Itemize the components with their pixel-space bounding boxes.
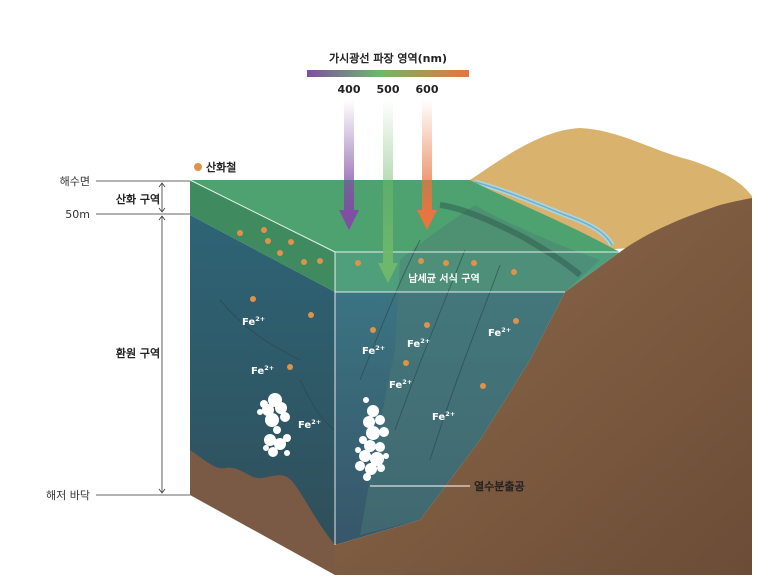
ferrous-ion-label: Fe2+ [251,364,274,377]
seafloor-label: 해저 바닥 [46,488,90,502]
spectrum-tick-400: 400 [338,83,361,96]
orange-light-beam [417,100,437,230]
ferrous-ion-label: Fe2+ [298,418,321,431]
slope-ridge-line [439,202,582,278]
hydrothermal-plume-center [355,397,389,481]
spectrum-title: 가시광선 파장 영역(nm) [329,51,447,65]
ferrous-ion-label: Fe2+ [362,344,385,357]
rock-mass-right [335,198,752,575]
bacteria-habitat-label: 남세균 서식 구역 [408,272,479,285]
oxidation-zone-label-bg [118,190,154,206]
ferrous-ion-label: Fe2+ [488,326,511,339]
spectrum-tick-600: 600 [416,83,439,96]
oxidation-zone-label: 산화 구역 [116,192,160,206]
ferrous-ion-label: Fe2+ [407,337,430,350]
hydrothermal-vent-label: 열수분출공 [474,479,525,493]
reduction-zone-label-bg [118,345,154,361]
slope-crack-lines [219,239,501,461]
iron-oxide-legend-label: 산화철 [206,160,236,174]
spectrum-bar [307,70,469,77]
deep-water-left-face [190,215,335,545]
beach-edge-inner [474,181,613,246]
deep-water-front-face [335,292,565,545]
reduction-zone-label: 환원 구역 [116,346,160,360]
bacteria-habitat-front-face [335,252,620,292]
ferrous-ion-label: Fe2+ [242,315,265,328]
depth-50m-label: 50m [65,208,90,221]
ferrous-ion-label: Fe2+ [389,378,412,391]
oxic-layer-left-face [190,180,335,292]
spectrum-tick-500: 500 [377,83,400,96]
depth-scale [96,180,190,496]
submerged-slope [360,205,600,535]
hydrothermal-plume-left [257,393,291,457]
iron-oxide-particles [237,227,519,389]
sea-surface-label: 해수면 [60,174,90,188]
violet-light-beam [339,100,359,230]
cross-section-outline [189,179,620,545]
ferrous-ion-label: Fe2+ [432,410,455,423]
iron-oxide-legend-dot [194,163,202,171]
green-light-beam [378,100,398,283]
ferrous-ion-labels: Fe2+ Fe2+ Fe2+ Fe2+ Fe2+ Fe2+ Fe2+ Fe2+ [242,315,511,431]
seafloor-left [190,450,335,575]
